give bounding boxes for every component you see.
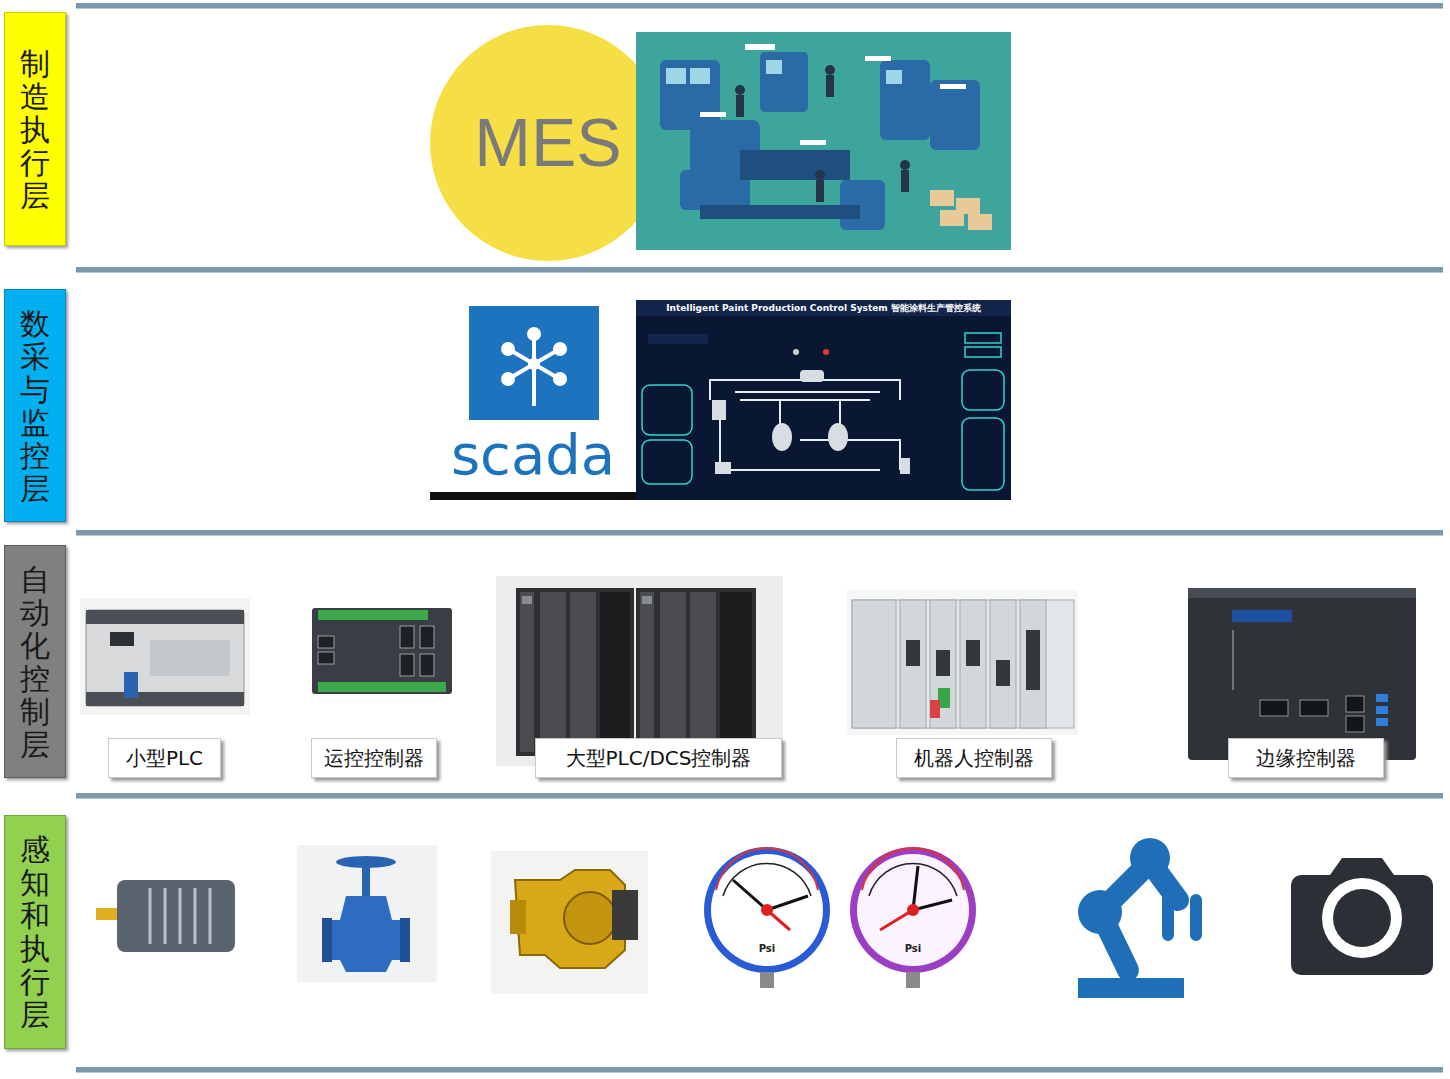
node-text: 边缘控制器: [1256, 745, 1356, 772]
layer-label: 自动化控制层: [4, 545, 66, 778]
gauge-unit: Psi: [893, 942, 933, 955]
node-text: 数采与监控层: [20, 307, 50, 505]
scada-logo: scada: [430, 300, 636, 500]
node-text: 小型PLC: [126, 745, 203, 772]
layer-label: 制造执行层: [4, 12, 66, 246]
node-text: 大型PLC/DCS控制器: [566, 745, 752, 772]
mes-circle: MES: [430, 24, 666, 262]
layer-label: 数采与监控层: [4, 289, 66, 522]
device-label: 边缘控制器: [1228, 738, 1384, 778]
device-label: 大型PLC/DCS控制器: [535, 738, 782, 778]
node-text: scada: [430, 422, 636, 488]
gauge-unit: Psi: [747, 942, 787, 955]
node-text: MES: [430, 102, 666, 182]
screen-title: Intelligent Paint Production Control Sys…: [636, 302, 1011, 314]
layer-label: 感知和执行层: [4, 815, 66, 1049]
node-text: 机器人控制器: [914, 745, 1034, 772]
device-label: 小型PLC: [108, 738, 221, 778]
device-label: 运控控制器: [311, 738, 437, 778]
node-text: 运控控制器: [324, 745, 424, 772]
node-text: 制造执行层: [20, 47, 50, 212]
device-label: 机器人控制器: [896, 738, 1052, 778]
node-text: 自动化控制层: [20, 563, 50, 761]
node-text: 感知和执行层: [20, 833, 50, 1031]
